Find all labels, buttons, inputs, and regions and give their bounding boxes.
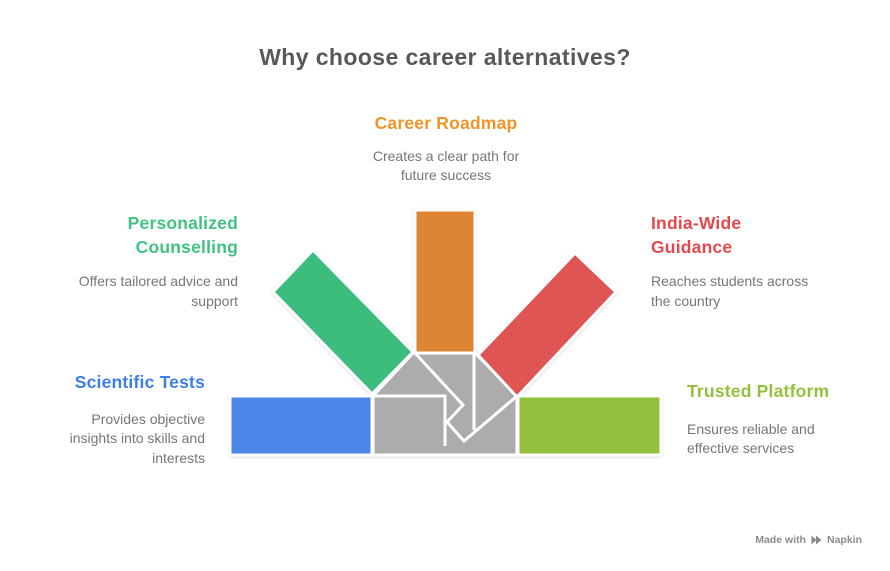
blue-bar-shape (228, 394, 374, 457)
career-roadmap-description: Creates a clear path for future success (372, 147, 520, 184)
personalized-counselling-label: Personalized Counselling (127, 213, 238, 257)
scientific-tests-description: Provides objective insights into skills … (69, 410, 205, 466)
made-with-text: Made with (755, 534, 806, 546)
india-wide-guidance-description: Reaches students across the country (651, 273, 809, 309)
napkin-badge[interactable]: Made with Napkin (755, 534, 862, 546)
olive-bar-shape (516, 394, 663, 457)
india-wide-guidance-label: India-Wide Guidance (651, 213, 742, 257)
connector-detail-lines (373, 350, 518, 446)
item-personalized-counselling: Personalized Counselling Offers tailored… (8, 212, 238, 311)
green-ribbon-shape (270, 247, 416, 397)
red-ribbon-shape (475, 250, 619, 400)
personalized-counselling-description: Offers tailored advice and support (78, 273, 238, 309)
napkin-brand-text: Napkin (826, 534, 862, 546)
item-scientific-tests: Scientific Tests Provides objective insi… (5, 371, 205, 468)
trusted-platform-label: Trusted Platform (687, 381, 830, 401)
item-career-roadmap: Career Roadmap Creates a clear path for … (295, 112, 597, 186)
page-title: Why choose career alternatives? (259, 44, 631, 70)
career-roadmap-label: Career Roadmap (374, 113, 518, 133)
item-india-wide-guidance: India-Wide Guidance Reaches students acr… (651, 212, 861, 311)
scientific-tests-label: Scientific Tests (74, 372, 205, 392)
item-trusted-platform: Trusted Platform Ensures reliable and ef… (687, 380, 887, 459)
napkin-logo-icon (811, 535, 822, 545)
trusted-platform-description: Ensures reliable and effective services (687, 420, 815, 457)
orange-bar-shape (413, 208, 477, 355)
